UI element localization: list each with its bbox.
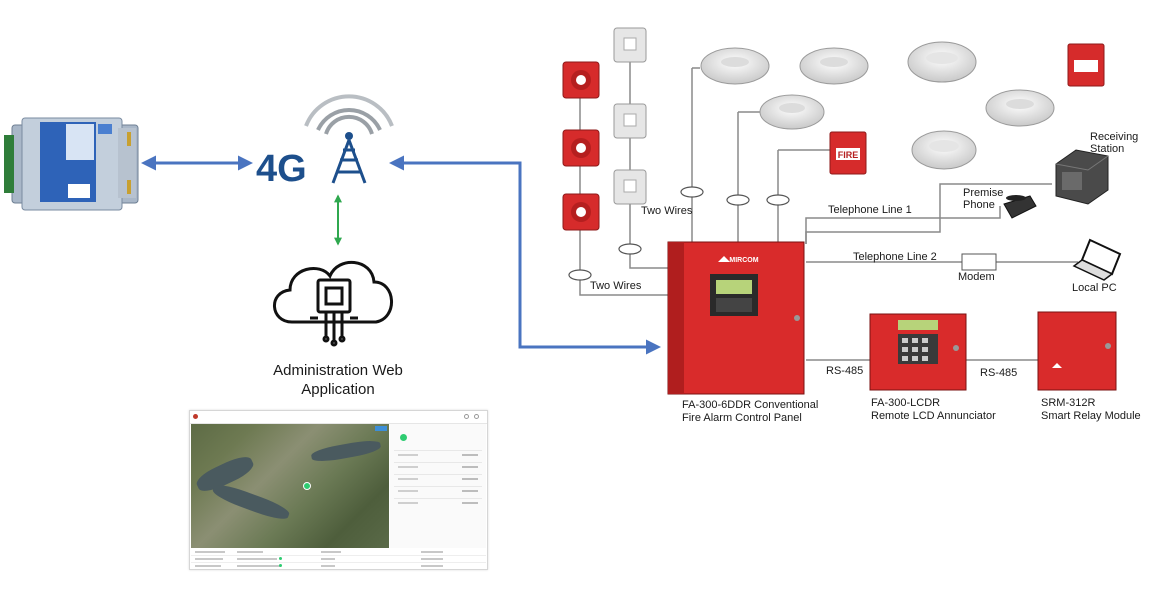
control-panel-line2: Fire Alarm Control Panel (682, 412, 802, 424)
smoke-detector-icon (907, 41, 977, 83)
wire-markers (568, 186, 790, 281)
telephone-line-1-label: Telephone Line 1 (828, 204, 912, 216)
strobe-icon (562, 61, 600, 99)
modem-icon (961, 253, 997, 271)
rs485-label-2: RS-485 (980, 367, 1017, 379)
relay-line2: Smart Relay Module (1041, 410, 1141, 422)
two-wires-label-lower: Two Wires (590, 280, 642, 292)
strobe-icon (562, 193, 600, 231)
smoke-detector-icon (700, 47, 770, 85)
strobe-icon (613, 169, 647, 205)
status-dot-icon (400, 434, 407, 441)
receiving-station-line1: Receiving (1090, 131, 1138, 143)
strobe-icon (613, 103, 647, 139)
two-wires-label-upper: Two Wires (641, 205, 693, 217)
cloud-caption-line1: Administration Web (273, 362, 403, 379)
relay-module-icon (1037, 311, 1117, 391)
gateway-device-icon (4, 117, 139, 211)
map-marker-icon (303, 482, 311, 490)
app-logo-icon (193, 414, 198, 419)
strobe-icon (613, 27, 647, 63)
web-app-screenshot (189, 410, 488, 570)
device-detail-panel (390, 424, 486, 548)
smoke-detector-icon (911, 130, 977, 170)
pull-station-label: FIRE (838, 150, 859, 160)
relay-line1: SRM-312R (1041, 397, 1095, 409)
receiving-station-line2: Station (1090, 143, 1124, 155)
4g-tower-icon (304, 94, 394, 184)
premise-phone-line1: Premise (963, 187, 1003, 199)
cloud-caption-line2: Application (301, 381, 374, 398)
user-icon (464, 414, 469, 419)
server-icon (1055, 149, 1109, 205)
4g-label: 4G (256, 148, 307, 190)
local-pc-label: Local PC (1072, 282, 1117, 294)
4g-panel-link (389, 155, 661, 355)
smoke-detector-icon (759, 94, 825, 130)
annunciator-icon (869, 313, 967, 391)
phone-icon (1003, 195, 1037, 219)
control-panel-icon (667, 241, 805, 395)
modem-label: Modem (958, 271, 995, 283)
annunciator-line2: Remote LCD Annunciator (871, 410, 996, 422)
pull-station-icon (829, 131, 867, 175)
web-app-topbar (190, 411, 487, 424)
device-table (191, 549, 486, 569)
strobe-icon (562, 129, 600, 167)
pull-station-icon (1067, 43, 1105, 87)
smoke-detector-icon (985, 89, 1055, 127)
rs485-label-1: RS-485 (826, 365, 863, 377)
cloud-chip-icon (273, 260, 393, 347)
laptop-icon (1072, 238, 1122, 281)
control-panel-brand: MIRCOM (729, 257, 758, 264)
control-panel-line1: FA-300-6DDR Conventional (682, 399, 818, 411)
satellite-map (191, 424, 389, 548)
settings-icon (474, 414, 479, 419)
annunciator-line1: FA-300-LCDR (871, 397, 940, 409)
telephone-line-2-label: Telephone Line 2 (853, 251, 937, 263)
smoke-detector-icon (799, 47, 869, 85)
premise-phone-line2: Phone (963, 199, 995, 211)
map-control-button (375, 426, 387, 431)
